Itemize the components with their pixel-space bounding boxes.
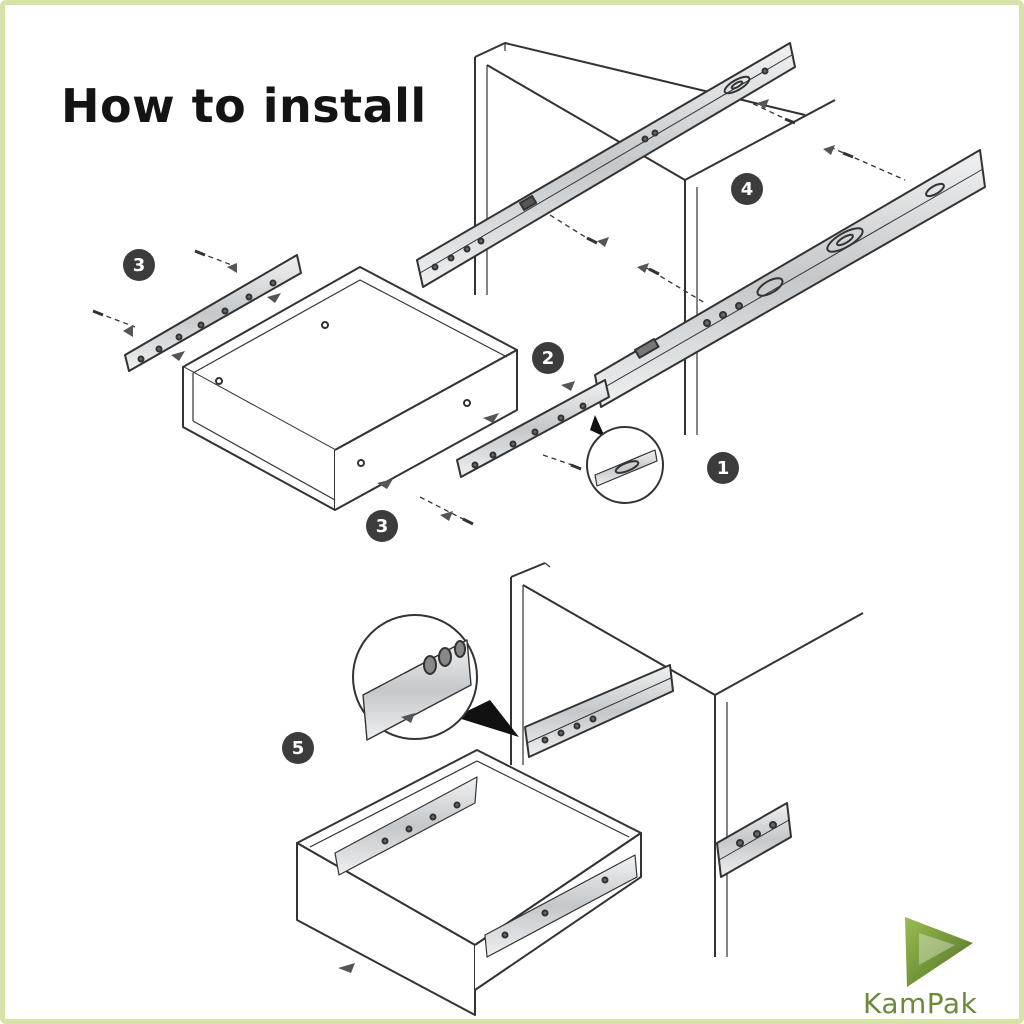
zoom-detail-2: [352, 614, 519, 741]
step-badge-3-bottom: 3: [366, 510, 398, 542]
top-back-rail: [416, 42, 796, 288]
brand-logo-icon: [905, 917, 973, 987]
arrows: [123, 99, 835, 973]
illustration: [92, 42, 986, 1016]
bottom-side-rail: [716, 802, 792, 878]
page-title: How to install: [61, 79, 427, 133]
step-badge-3-left: 3: [123, 249, 155, 281]
bottom-back-rail: [524, 664, 674, 758]
bottom-drawer: [296, 749, 642, 1016]
top-cabinet: [474, 42, 836, 435]
step-badge-4: 4: [731, 173, 763, 205]
screws: [92, 99, 906, 526]
inner-drawer-member: [456, 379, 610, 478]
left-rail: [124, 254, 302, 372]
top-drawer-box: [182, 266, 518, 511]
zoom-detail-1: [586, 415, 664, 504]
step-badge-5: 5: [282, 732, 314, 764]
step-badge-1: 1: [707, 452, 739, 484]
top-front-rail: [594, 149, 986, 408]
brand-name: KamPak: [863, 987, 978, 1020]
step-badge-2: 2: [532, 342, 564, 374]
